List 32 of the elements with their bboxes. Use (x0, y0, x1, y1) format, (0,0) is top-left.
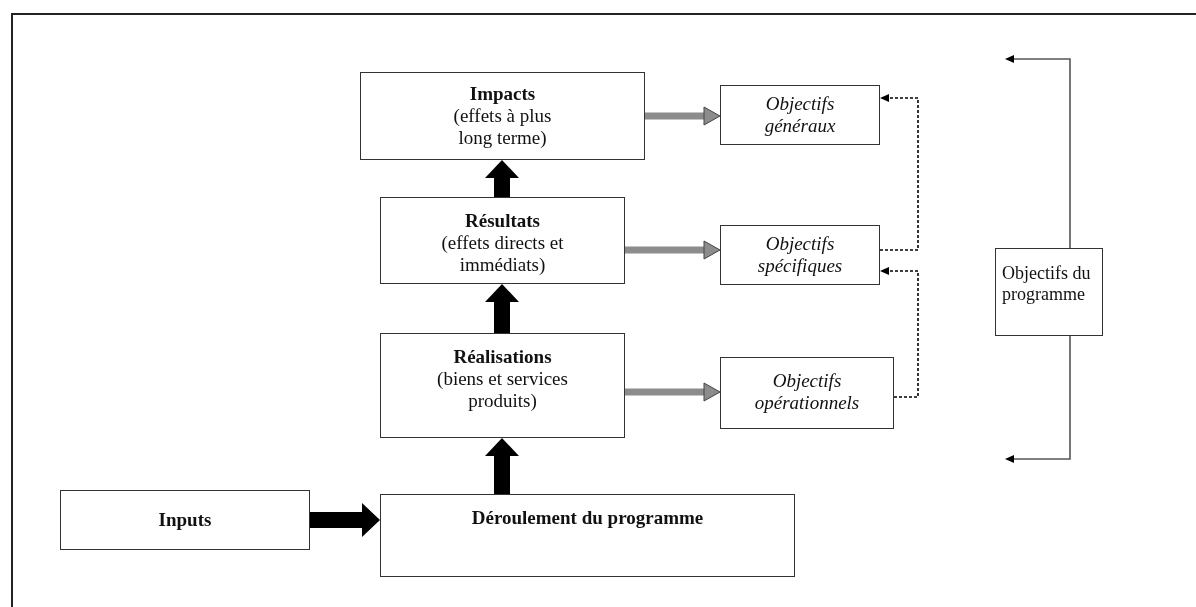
block-arrow (485, 438, 519, 494)
box-heading: Impacts (469, 83, 536, 106)
box-heading: Résultats (465, 210, 540, 232)
bracket-arrow (1005, 335, 1071, 463)
box-heading: Réalisations (453, 346, 552, 368)
box-label: Déroulement du programme (471, 507, 704, 529)
box-label: Inputs (158, 509, 212, 531)
program-objectives-box (995, 248, 1103, 336)
bracket-arrow (1005, 55, 1071, 249)
box-label: Objectifs opérationnels (753, 370, 861, 414)
block-arrow (485, 160, 519, 197)
box-label: Objectifs spécifiques (756, 233, 844, 277)
process-box (380, 333, 625, 438)
objective-box (720, 357, 894, 429)
objective-box (720, 225, 880, 285)
box-label: Objectifs du programme (1002, 263, 1092, 305)
input-box (60, 490, 310, 550)
objective-box (720, 85, 880, 145)
box-label: (effets à plus long terme) (452, 105, 553, 149)
arrow (625, 382, 721, 402)
process-box (380, 197, 625, 284)
dashed-arrow (879, 94, 919, 251)
box-label: (biens et services produits) (436, 367, 569, 412)
box-label: (effets directs et immédiats) (440, 231, 565, 276)
arrow (625, 240, 721, 260)
process-box (380, 494, 795, 577)
process-box (360, 72, 645, 160)
block-arrow (485, 284, 519, 333)
dashed-arrow (880, 267, 919, 398)
arrow (645, 106, 721, 126)
block-arrow (310, 503, 380, 537)
box-label: Objectifs généraux (763, 93, 837, 137)
